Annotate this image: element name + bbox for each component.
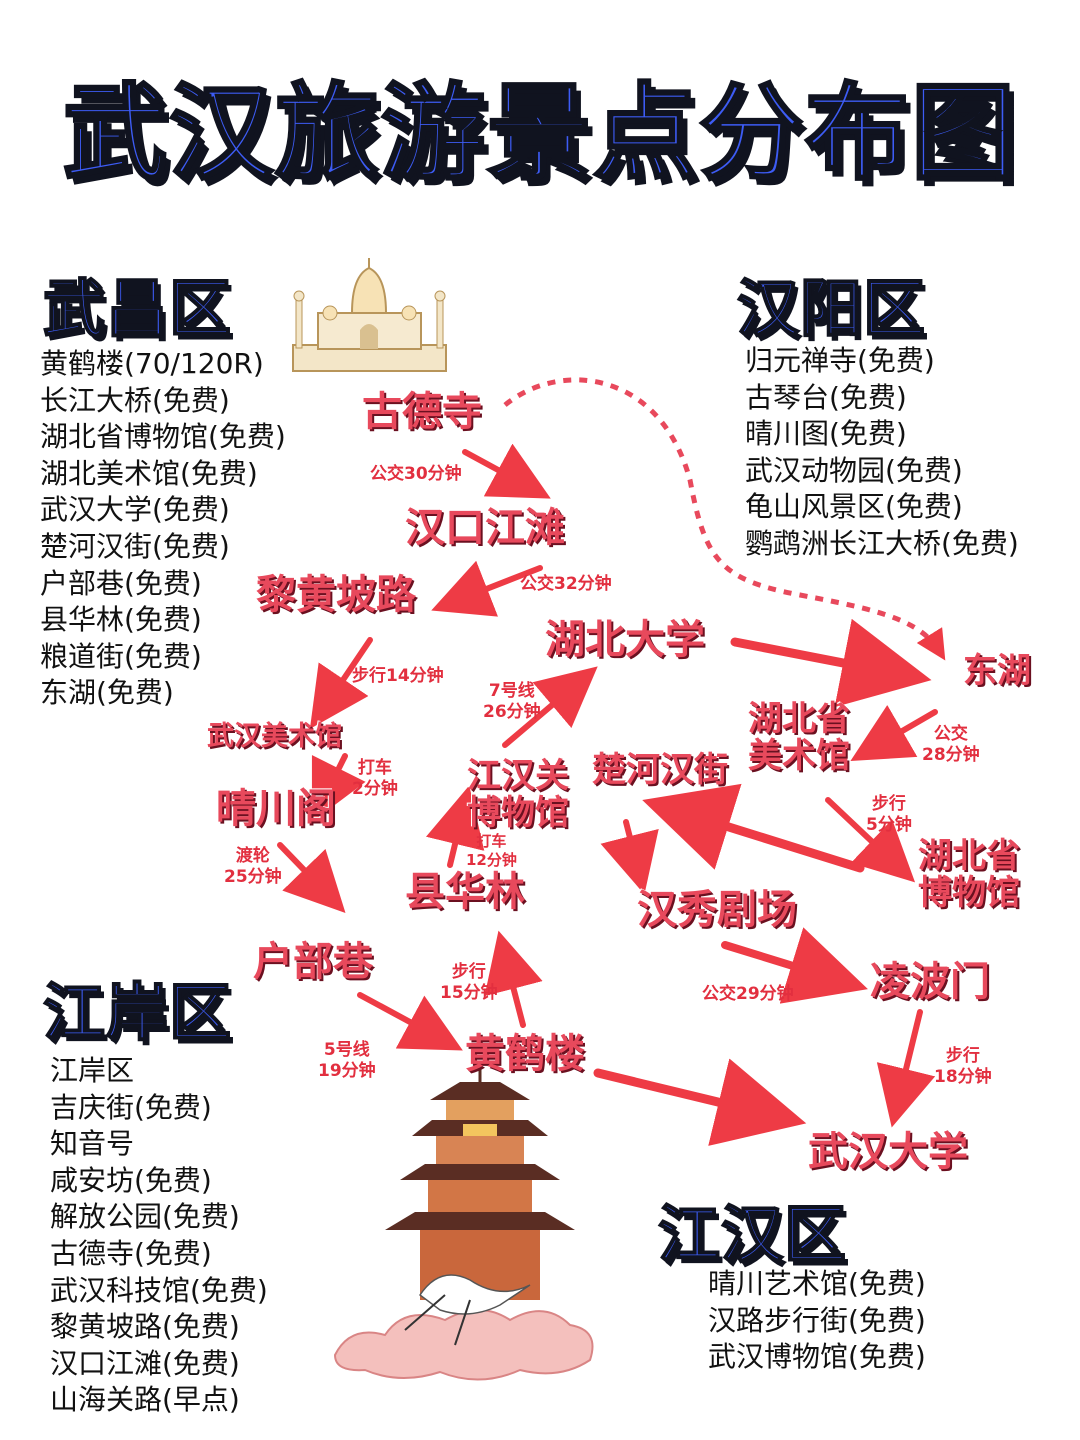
list-item: 古琴台(免费) xyxy=(745,380,907,414)
arrow-hbbowu-chuhe xyxy=(642,783,865,873)
arrow-qingchuange-hubu xyxy=(277,842,346,913)
route-label-walk-15: 步行 15分钟 xyxy=(440,962,498,1004)
cloud-icon xyxy=(333,1309,594,1381)
jiangan-attraction-list: 江岸区 吉庆街(免费) 知音号 咸安坊(免费) 解放公园(免费) 古德寺(免费)… xyxy=(50,1053,268,1419)
list-item: 湖北美术馆(免费) xyxy=(40,456,258,490)
crane-icon xyxy=(404,1274,531,1346)
arrow-wuhanmeishu-qingchuange xyxy=(311,753,366,823)
route-label-line7-26: 7号线 26分钟 xyxy=(483,681,541,723)
arrow-donghu-hbmeishu xyxy=(850,704,938,762)
list-item: 楚河汉街(免费) xyxy=(40,529,230,563)
route-label-taxi-12: 打车 12分钟 xyxy=(466,832,517,869)
list-item: 龟山风景区(免费) xyxy=(745,490,963,524)
list-item: 武汉动物园(免费) xyxy=(745,453,963,487)
list-item: 户部巷(免费) xyxy=(40,566,202,600)
list-item: 古德寺(免费) xyxy=(50,1236,212,1270)
list-item: 东湖(免费) xyxy=(40,676,174,710)
list-item: 归元禅寺(免费) xyxy=(745,344,935,377)
route-label-walk-18: 步行 18分钟 xyxy=(934,1046,992,1088)
route-label-line5-19: 5号线 19分钟 xyxy=(318,1040,376,1082)
list-item: 汉口江滩(免费) xyxy=(50,1346,240,1380)
list-item: 鹦鹉洲长江大桥(免费) xyxy=(745,526,1019,560)
route-node-xianhualin: 县华林 xyxy=(405,869,525,915)
arrow-lingbo-wuhandaxue xyxy=(876,1009,936,1128)
route-node-yellow-crane-tower: 黄鹤楼 xyxy=(465,1031,585,1077)
route-node-hubu-alley: 户部巷 xyxy=(253,939,373,985)
list-item: 黄鹤楼(70/120R) xyxy=(40,347,264,380)
list-item: 江岸区 xyxy=(50,1054,135,1087)
list-item: 汉路步行街(免费) xyxy=(708,1303,926,1337)
route-node-hubei-art-museum: 湖北省 美术馆 xyxy=(748,699,850,777)
arrow-jianghanguan-hubeidaxue xyxy=(502,666,598,748)
route-label-ferry-25: 渡轮 25分钟 xyxy=(224,846,282,888)
route-label-taxi-2: 打车 2分钟 xyxy=(352,758,398,800)
list-item: 吉庆街(免费) xyxy=(50,1090,212,1124)
arrow-chuhe-hanxiu xyxy=(600,819,659,895)
route-label-walk-14: 步行14分钟 xyxy=(352,666,444,686)
route-node-hankou-jiangtan: 汉口江滩 xyxy=(405,505,565,551)
list-item: 长江大桥(免费) xyxy=(40,383,230,417)
arrow-huanghelou-xianhualin xyxy=(484,930,543,1028)
route-node-lihuangpo: 黎黄坡路 xyxy=(256,572,416,618)
jianghan-attraction-list: 晴川艺术馆(免费) 汉路步行街(免费) 武汉博物馆(免费) xyxy=(708,1266,926,1376)
list-item: 武汉大学(免费) xyxy=(40,493,230,527)
list-item: 晴川图(免费) xyxy=(745,417,907,451)
yellow-crane-tower-illustration xyxy=(333,1068,594,1381)
route-node-donghu: 东湖 xyxy=(963,651,1031,691)
list-item: 知音号 xyxy=(50,1127,135,1161)
arrow-lihuang-wuhanmeishu xyxy=(309,637,373,729)
district-title-jiangan: 江岸区 xyxy=(42,975,233,1050)
route-node-hanxiu-theatre: 汉秀剧场 xyxy=(637,887,797,933)
route-label-walk-5: 步行 5分钟 xyxy=(866,794,912,836)
route-node-chuhe-hanjie: 楚河汉街 xyxy=(592,750,728,790)
list-item: 山海关路(早点) xyxy=(50,1383,240,1417)
arrow-xianhualin-jianghanguan xyxy=(425,785,485,868)
route-label-bus-32: 公交32分钟 xyxy=(520,574,612,594)
taj-mahal-illustration xyxy=(292,258,447,372)
list-item: 黎黄坡路(免费) xyxy=(50,1310,240,1344)
list-item: 湖北省博物馆(免费) xyxy=(40,420,286,454)
district-title-jianghan: 江汉区 xyxy=(657,1197,848,1272)
arrow-huanghelou-wuhandaxue xyxy=(593,1058,807,1146)
district-title-hanyang: 汉阳区 xyxy=(736,271,927,346)
route-label-bus-30: 公交30分钟 xyxy=(370,464,462,484)
list-item: 武汉博物馆(免费) xyxy=(708,1340,926,1374)
route-node-hubei-university: 湖北大学 xyxy=(545,617,705,663)
route-node-hubei-provincial-museum: 湖北省 博物馆 xyxy=(918,836,1020,914)
dashed-route-gudesi-donghu xyxy=(503,377,946,661)
arrow-hbmeishu-hbbowu xyxy=(825,797,916,883)
list-item: 粮道街(免费) xyxy=(40,639,202,673)
page-title: 武汉旅游景点分布图 xyxy=(61,71,1017,196)
list-item: 咸安坊(免费) xyxy=(50,1163,212,1197)
route-node-qingchuan-pavilion: 晴川阁 xyxy=(216,786,336,832)
route-node-lingbo-gate: 凌波门 xyxy=(870,959,990,1005)
arrow-hanxiu-lingbo xyxy=(721,927,868,1004)
route-node-gudesi: 古德寺 xyxy=(362,389,482,435)
arrow-hankou-lihuang xyxy=(431,560,543,617)
wuchang-attraction-list: 黄鹤楼(70/120R) 长江大桥(免费) 湖北省博物馆(免费) 湖北美术馆(免… xyxy=(40,346,286,712)
arrow-hubu-huanghelou xyxy=(357,992,463,1051)
arrow-hubeidaxue-donghu xyxy=(730,618,932,708)
list-item: 武汉科技馆(免费) xyxy=(50,1273,268,1307)
list-item: 县华林(免费) xyxy=(40,603,202,637)
route-node-wuhan-art-museum: 武汉美术馆 xyxy=(207,721,342,752)
route-node-wuhan-university: 武汉大学 xyxy=(808,1129,968,1175)
route-node-jianghan-customs-museum: 江汉关 博物馆 xyxy=(467,756,569,834)
arrow-gudesi-hankou xyxy=(462,443,551,499)
route-label-bus-28: 公交 28分钟 xyxy=(922,724,980,766)
hanyang-attraction-list: 归元禅寺(免费) 古琴台(免费) 晴川图(免费) 武汉动物园(免费) 龟山风景区… xyxy=(745,343,1019,563)
list-item: 晴川艺术馆(免费) xyxy=(708,1267,926,1300)
route-label-bus-29: 公交29分钟 xyxy=(702,984,794,1004)
list-item: 解放公园(免费) xyxy=(50,1200,240,1234)
district-title-wuchang: 武昌区 xyxy=(42,271,233,346)
